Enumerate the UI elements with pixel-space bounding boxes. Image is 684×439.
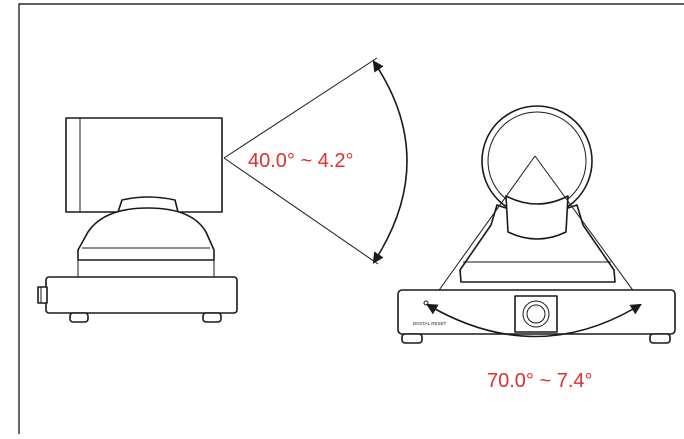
- frame-border: [18, 3, 684, 434]
- tilt-range-label: 40.0° ~ 4.2°: [248, 150, 354, 172]
- tilt-arc-arrow: [372, 60, 408, 264]
- base-small-text: DIGITAL RESET: [413, 321, 447, 326]
- front-view-camera: [397, 105, 676, 344]
- side-view-camera: [37, 117, 238, 323]
- pan-arc-arrow: [426, 303, 642, 338]
- pan-range-label: 70.0° ~ 7.4°: [487, 370, 593, 392]
- tilt-angle-indicator: [223, 57, 408, 265]
